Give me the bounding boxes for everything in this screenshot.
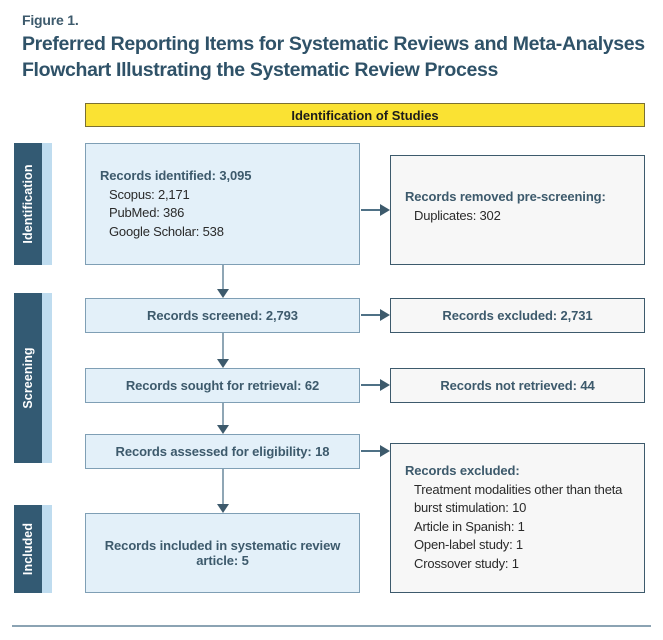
arrow-right-sought-to-not-retrieved [361,379,390,391]
stage-label-screening-text: Screening [21,347,35,409]
box-records-identified-item: PubMed: 386 [109,205,185,221]
arrow-right-assessed-to-excluded [361,445,390,457]
box-records-sought-text: Records sought for retrieval: 62 [125,378,320,393]
box-records-excluded-screening-text: Records excluded: 2,731 [442,308,593,323]
stage-label-screening: Screening [14,293,42,463]
box-records-identified-item: Scopus: 2,171 [109,186,190,202]
arrow-right-identified-to-removed [361,204,390,216]
box-records-excluded-eligibility-item: Open-label study: 1 [414,537,523,553]
box-records-not-retrieved-text: Records not retrieved: 44 [440,378,595,393]
box-records-identified-head: Records identified: 3,095 [100,168,252,183]
stage-strip-identification [42,143,52,265]
arrow-right-screened-to-excluded [361,309,390,321]
box-records-excluded-eligibility-head: Records excluded: [405,463,520,478]
box-records-assessed: Records assessed for eligibility: 18 [85,434,360,469]
identification-banner: Identification of Studies [85,103,645,127]
box-records-not-retrieved: Records not retrieved: 44 [390,368,645,403]
box-records-removed-content: Records removed pre-screening: Duplicate… [391,156,644,225]
stage-label-included-text: Included [21,522,35,576]
box-records-removed-item: Duplicates: 302 [414,207,501,223]
box-records-identified-content: Records identified: 3,095 Scopus: 2,171 … [86,144,359,241]
box-records-excluded-eligibility: Records excluded: Treatment modalities o… [390,443,645,593]
figure-title: Preferred Reporting Items for Systematic… [22,33,645,81]
stage-strip-included [42,505,52,593]
box-records-excluded-eligibility-content: Records excluded: Treatment modalities o… [391,444,644,573]
stage-label-identification-text: Identification [21,164,35,244]
box-records-assessed-text: Records assessed for eligibility: 18 [115,444,330,459]
box-records-removed-head: Records removed pre-screening: [405,189,606,204]
box-records-excluded-eligibility-item: Article in Spanish: 1 [414,518,525,534]
box-records-screened-text: Records screened: 2,793 [147,308,298,323]
box-records-sought: Records sought for retrieval: 62 [85,368,360,403]
box-records-excluded-eligibility-item: Crossover study: 1 [414,555,519,571]
footer-divider [12,625,651,627]
box-records-identified-item: Google Scholar: 538 [109,223,224,239]
box-records-excluded-eligibility-item: Treatment modalities other than theta bu… [414,481,623,516]
box-records-included-text: Records included in systematic review ar… [104,538,341,568]
arrow-down-assessed-to-included [217,469,229,513]
arrow-down-identified-to-screened [217,265,229,298]
box-records-included: Records included in systematic review ar… [85,513,360,593]
box-records-removed: Records removed pre-screening: Duplicate… [390,155,645,265]
stage-label-included: Included [14,505,42,593]
figure-label: Figure 1. [22,12,79,28]
arrow-down-screened-to-sought [217,333,229,368]
box-records-identified: Records identified: 3,095 Scopus: 2,171 … [85,143,360,265]
stage-strip-screening [42,293,52,463]
box-records-screened: Records screened: 2,793 [85,298,360,333]
arrow-down-sought-to-assessed [217,403,229,434]
box-records-excluded-screening: Records excluded: 2,731 [390,298,645,333]
stage-label-identification: Identification [14,143,42,265]
